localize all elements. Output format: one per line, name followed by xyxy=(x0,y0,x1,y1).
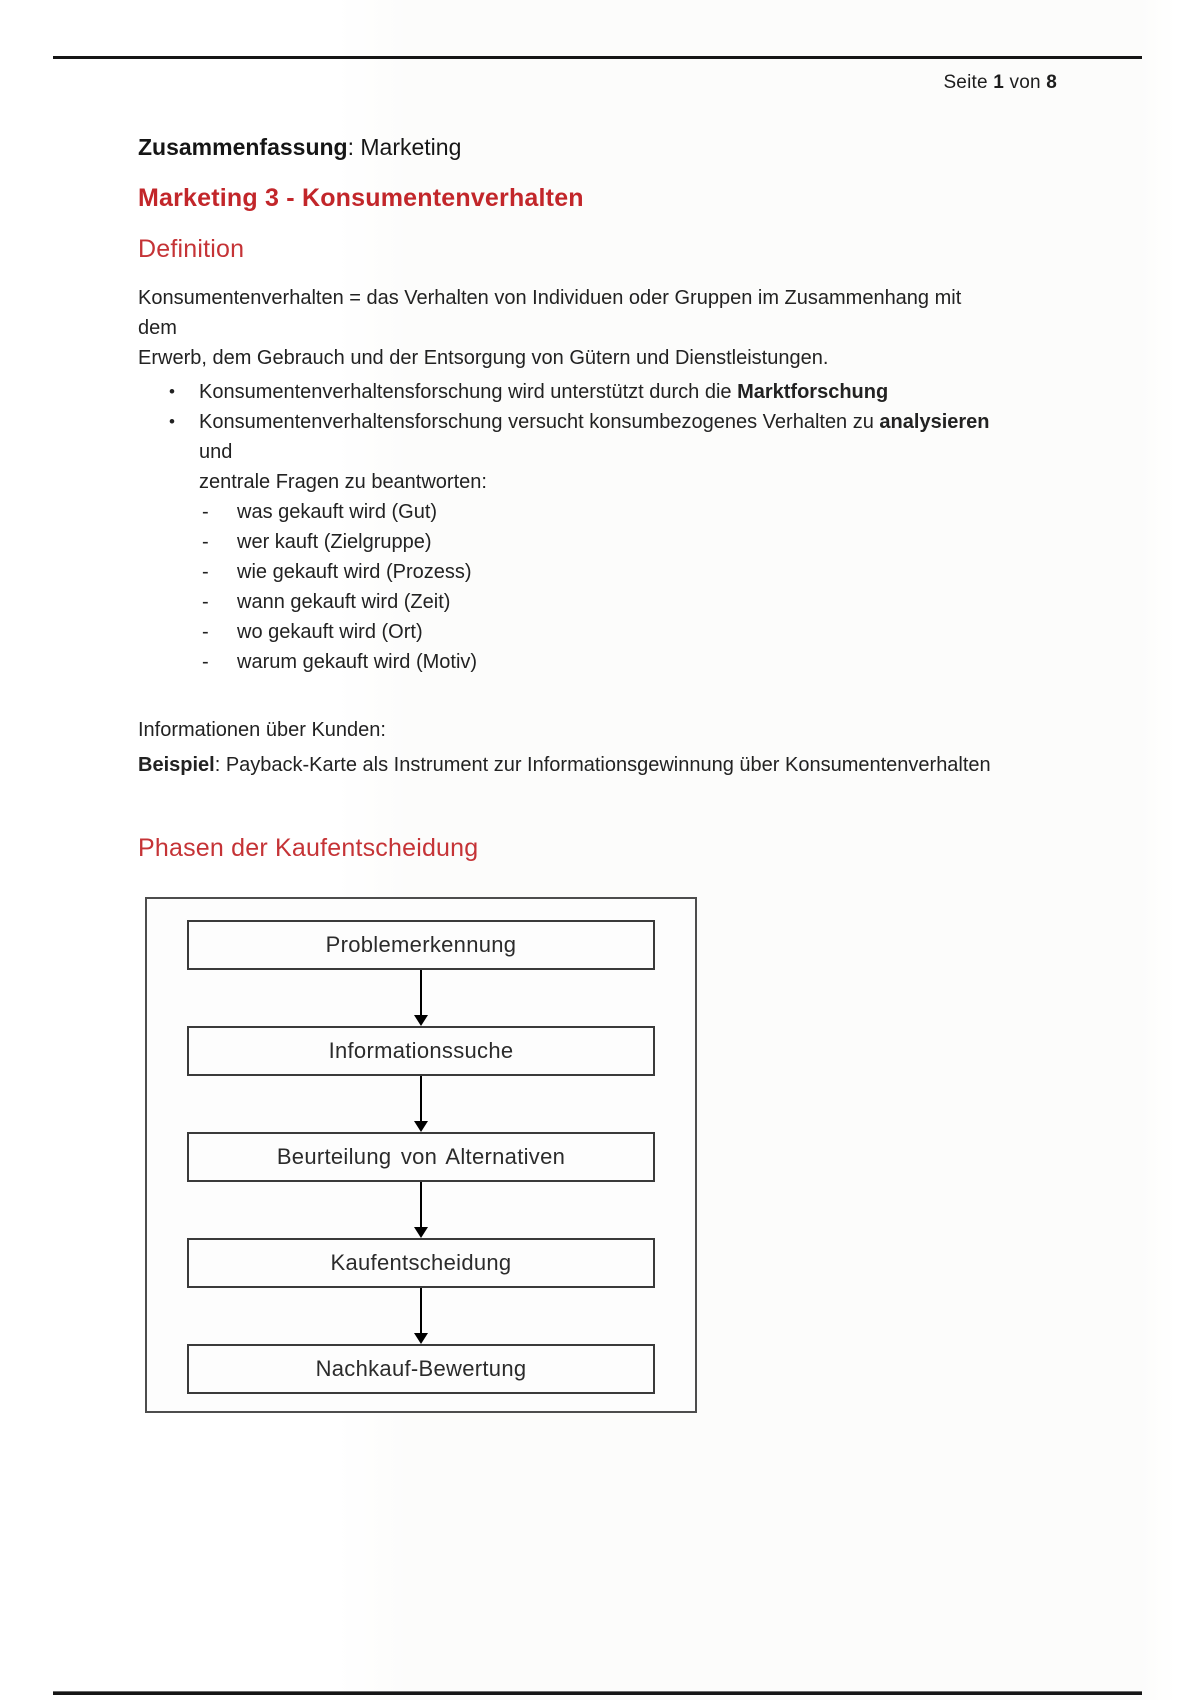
phases-heading: Phasen der Kaufentscheidung xyxy=(138,834,479,862)
question-text: wo gekauft wird (Ort) xyxy=(237,621,423,643)
dash-marker: - xyxy=(202,561,209,583)
list-item: - was gekauft wird (Gut) xyxy=(138,497,1003,527)
question-text: warum gekauft wird (Motiv) xyxy=(237,651,478,673)
page-top-rule xyxy=(53,56,1142,59)
dash-marker: - xyxy=(202,621,209,643)
dash-marker: - xyxy=(202,591,209,613)
list-item: - wer kauft (Zielgruppe) xyxy=(138,527,1003,557)
list-item: - wie gekauft wird (Prozess) xyxy=(138,557,1003,587)
definition-bullet-list: • Konsumentenverhaltensforschung wird un… xyxy=(138,377,1003,497)
customer-info-example: Beispiel: Payback-Karte als Instrument z… xyxy=(138,750,1003,780)
list-item: - warum gekauft wird (Motiv) xyxy=(138,647,1003,677)
doc-title-bold: Zusammenfassung xyxy=(138,134,348,160)
dash-marker: - xyxy=(202,651,209,673)
definition-intro: Konsumentenverhalten = das Verhalten von… xyxy=(138,283,1003,373)
down-arrow-icon xyxy=(414,1076,428,1132)
beispiel-label: Beispiel xyxy=(138,754,215,776)
down-arrow-icon xyxy=(414,1288,428,1344)
pager-total: 8 xyxy=(1046,72,1057,93)
phase-box-kaufentscheidung: Kaufentscheidung xyxy=(187,1238,655,1288)
customer-info-heading: Informationen über Kunden: xyxy=(138,719,386,741)
question-text: wer kauft (Zielgruppe) xyxy=(237,531,432,553)
page-number: Seite 1 von 8 xyxy=(943,72,1057,94)
bullet2-line2: zentrale Fragen zu beantworten: xyxy=(199,471,487,493)
purchase-decision-flowchart: Problemerkennung Informationssuche Beurt… xyxy=(145,897,697,1413)
dash-marker: - xyxy=(202,501,209,523)
main-heading: Marketing 3 - Konsumentenverhalten xyxy=(138,184,584,212)
bullet2-post: und xyxy=(199,441,233,463)
pager-von: von xyxy=(1004,72,1047,93)
definition-heading: Definition xyxy=(138,235,245,263)
question-text: wie gekauft wird (Prozess) xyxy=(237,561,472,583)
phase-box-problemerkennung: Problemerkennung xyxy=(187,920,655,970)
pager-seite: Seite xyxy=(943,72,994,93)
beispiel-text: : Payback-Karte als Instrument zur Infor… xyxy=(214,754,991,776)
bullet-marker: • xyxy=(169,412,175,431)
phase-box-informationssuche: Informationssuche xyxy=(187,1026,655,1076)
questions-list: - was gekauft wird (Gut) - wer kauft (Zi… xyxy=(138,497,1003,677)
pager-current: 1 xyxy=(993,72,1005,93)
down-arrow-icon xyxy=(414,1182,428,1238)
list-item: - wann gekauft wird (Zeit) xyxy=(138,587,1003,617)
phase-box-beurteilung: Beurteilung von Alternativen xyxy=(187,1132,655,1182)
down-arrow-icon xyxy=(414,970,428,1026)
bullet-marker: • xyxy=(169,382,175,401)
page-bottom-rule xyxy=(53,1691,1142,1695)
dash-marker: - xyxy=(202,531,209,553)
bullet1-bold: Marktforschung xyxy=(737,381,889,403)
phase-box-nachkauf-bewertung: Nachkauf-Bewertung xyxy=(187,1344,655,1394)
bullet-text: Konsumentenverhaltensforschung wird unte… xyxy=(199,377,1003,407)
doc-title: Zusammenfassung: Marketing xyxy=(138,133,1003,161)
list-item: - wo gekauft wird (Ort) xyxy=(138,617,1003,647)
definition-intro-line2: Erwerb, dem Gebrauch und der Entsorgung … xyxy=(138,347,829,369)
definition-intro-line1: Konsumentenverhalten = das Verhalten von… xyxy=(138,287,962,339)
question-text: was gekauft wird (Gut) xyxy=(237,501,438,523)
bullet1-pre: Konsumentenverhaltensforschung wird unte… xyxy=(199,381,738,403)
bullet2-bold: analysieren xyxy=(879,411,990,433)
document-content: Zusammenfassung: Marketing Marketing 3 -… xyxy=(138,0,1003,1413)
bullet-text: Konsumentenverhaltensforschung versucht … xyxy=(199,407,1003,497)
list-item: • Konsumentenverhaltensforschung versuch… xyxy=(138,407,1003,497)
list-item: • Konsumentenverhaltensforschung wird un… xyxy=(138,377,1003,407)
doc-title-rest: : Marketing xyxy=(347,134,462,160)
question-text: wann gekauft wird (Zeit) xyxy=(237,591,451,613)
bullet2-pre: Konsumentenverhaltensforschung versucht … xyxy=(199,411,880,433)
